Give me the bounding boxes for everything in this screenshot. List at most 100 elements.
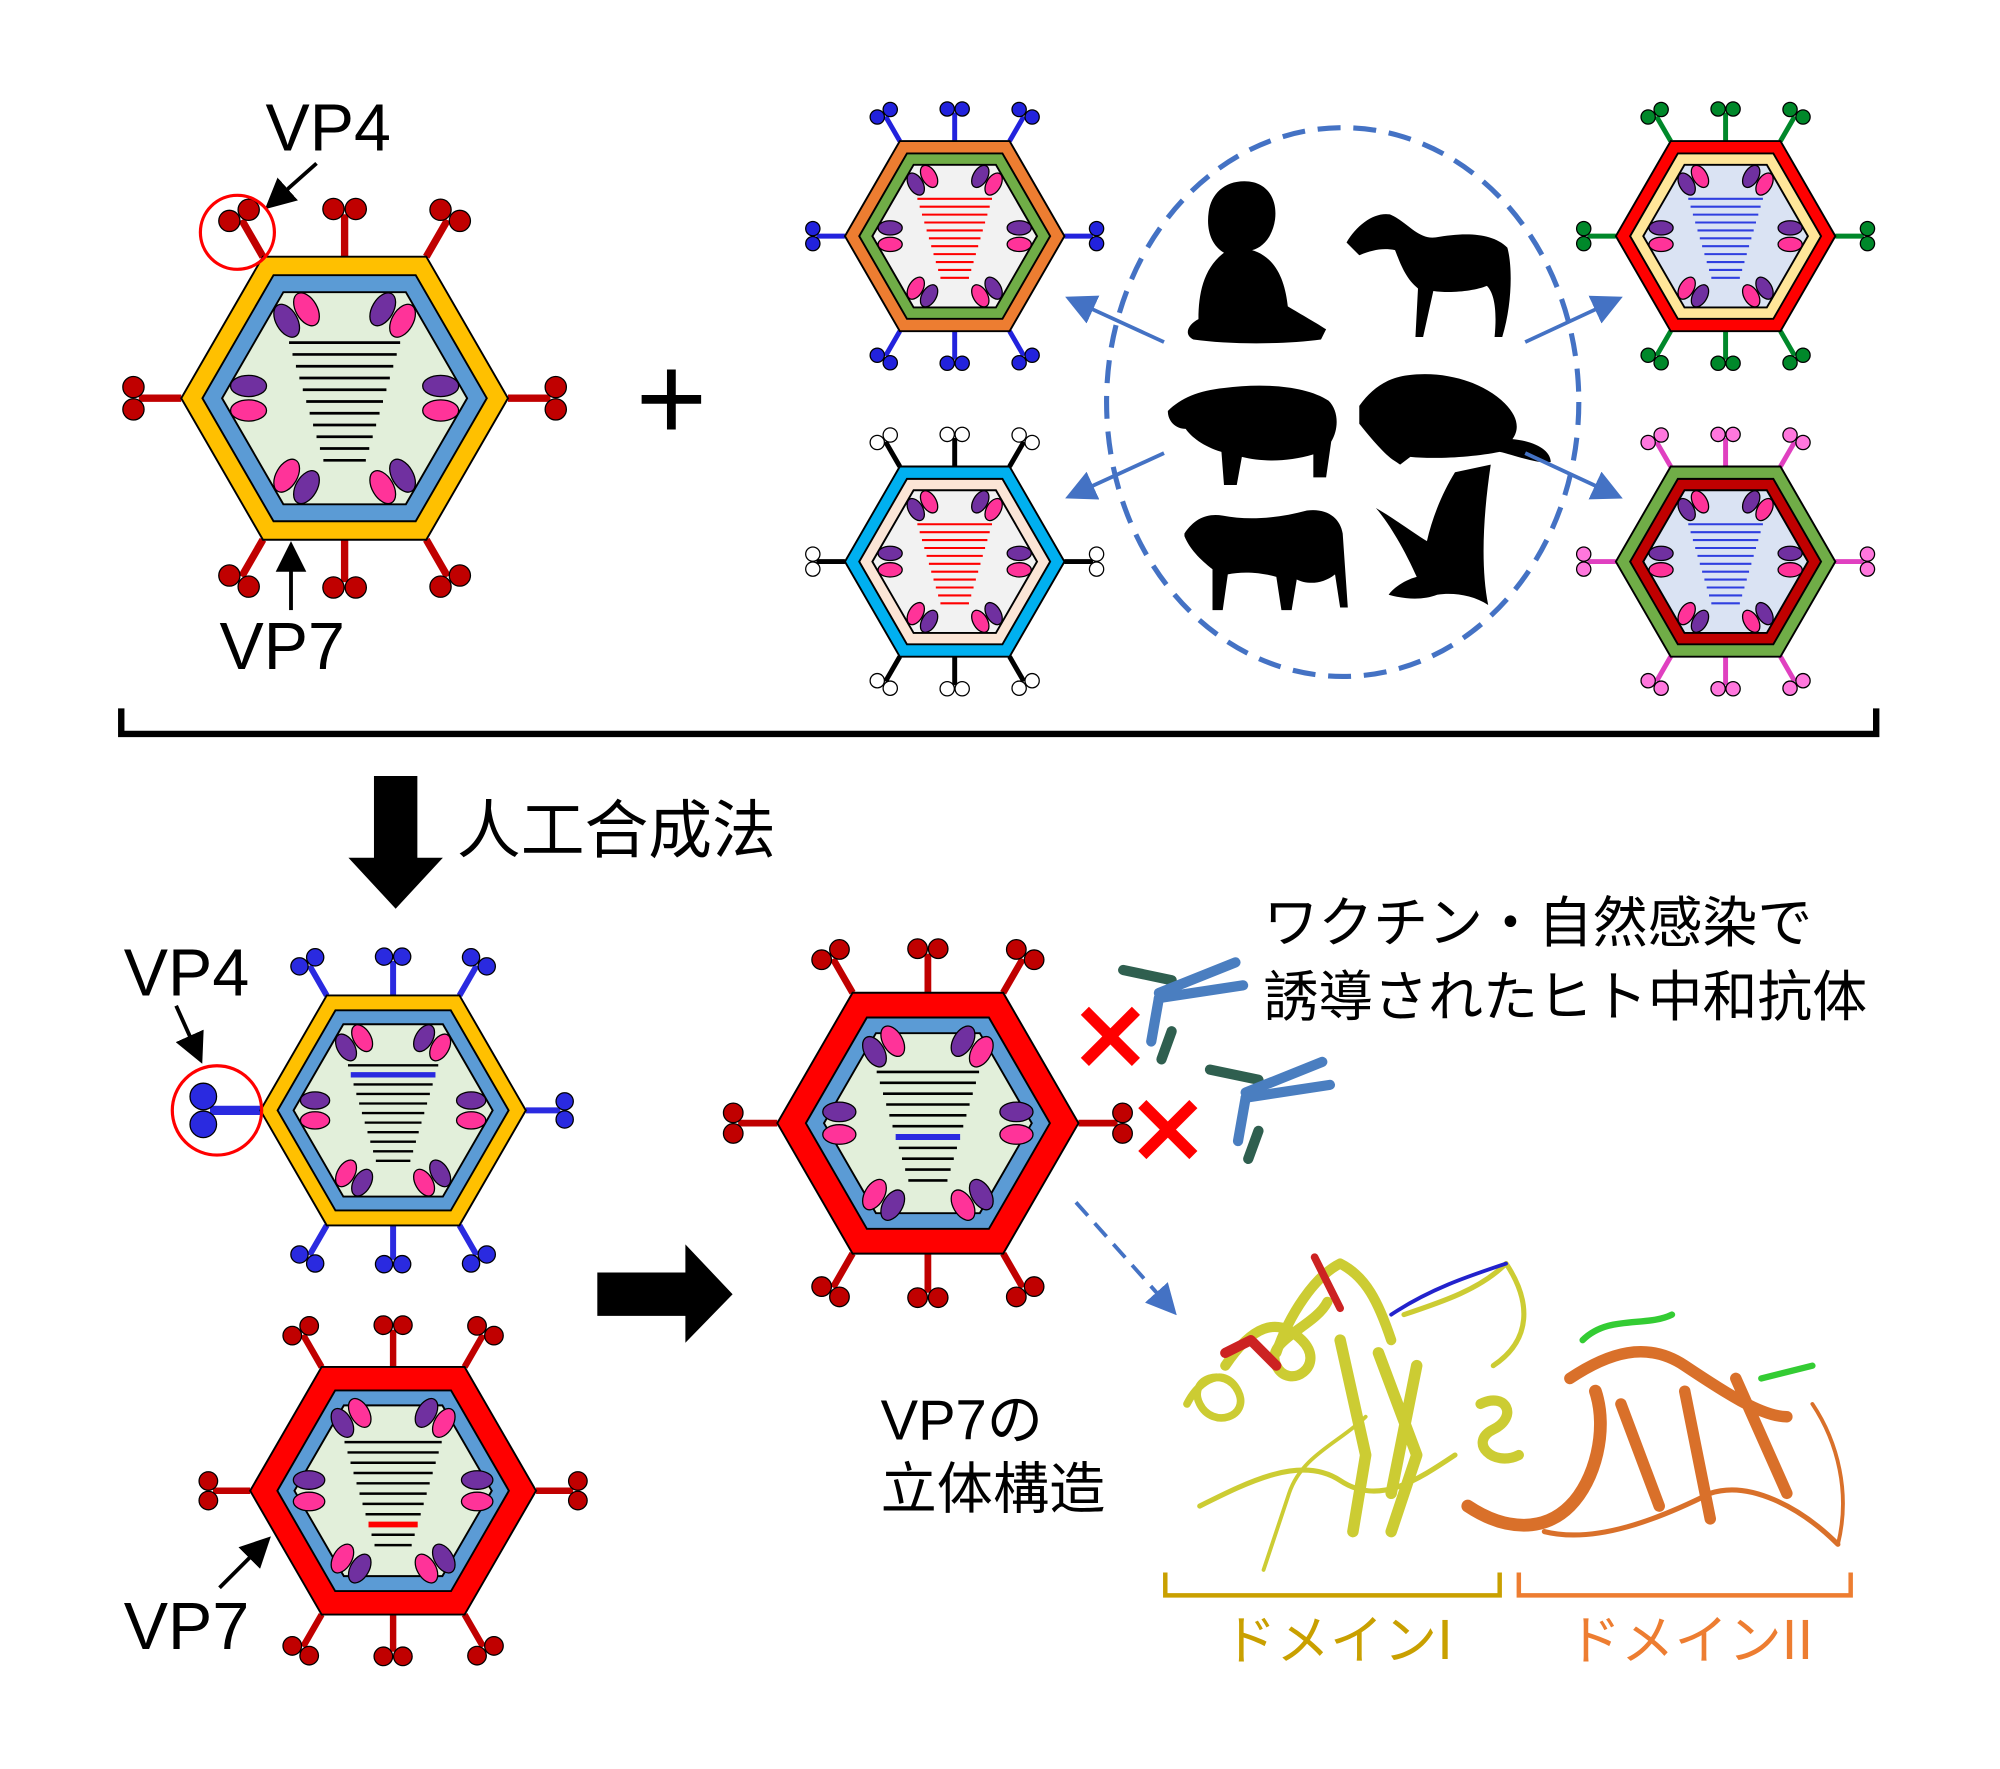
protein-pair xyxy=(413,1159,452,1197)
spike-ball xyxy=(829,939,850,960)
vp4-spike xyxy=(373,1614,413,1667)
spike-stem xyxy=(1007,115,1026,143)
spike-stem xyxy=(306,964,330,997)
protein-pair xyxy=(273,292,320,338)
spike-ball xyxy=(1653,354,1669,371)
protein-pair xyxy=(971,276,1003,308)
vp4-spike xyxy=(907,938,949,993)
spike-ball xyxy=(448,564,472,587)
polymerase-protein xyxy=(299,1091,331,1110)
cross-stroke xyxy=(1080,1006,1140,1066)
polymerase-protein xyxy=(1006,545,1032,562)
spike-ball xyxy=(392,1254,412,1274)
polymerase-protein xyxy=(1777,220,1803,236)
polymerase-protein xyxy=(877,220,903,236)
protein-pair xyxy=(906,164,939,196)
spike-stem xyxy=(1778,115,1797,143)
inner-core xyxy=(293,1404,493,1578)
capping-protein xyxy=(919,490,939,514)
vp7-bottom-pointer-arrow xyxy=(218,1536,271,1590)
vp4-spike xyxy=(1835,546,1876,577)
spike-stem xyxy=(1778,655,1797,683)
vp4-spike xyxy=(374,1225,412,1274)
spike-ball xyxy=(429,575,452,598)
domain2-ribbon xyxy=(1461,1384,1607,1532)
polymerase-protein xyxy=(1648,545,1674,562)
human-infant-silhouette xyxy=(1187,181,1327,344)
vp4-spike xyxy=(805,546,845,577)
spike-ball xyxy=(1710,680,1726,697)
protein-pair xyxy=(1741,490,1774,522)
capping-protein xyxy=(861,1178,887,1211)
domain1-bracket xyxy=(1163,1572,1502,1598)
vp7-label-top: VP7 xyxy=(220,610,345,684)
vp4-spike xyxy=(218,537,267,598)
protein-pair xyxy=(330,1543,372,1584)
inner-core xyxy=(871,163,1039,309)
vp4-spike xyxy=(1778,427,1811,468)
spike-ball xyxy=(544,398,568,421)
antibody-heavy-chain xyxy=(1153,957,1241,999)
spike-ball xyxy=(344,576,368,599)
spike-ball xyxy=(461,948,481,967)
protein-pair xyxy=(273,458,320,505)
spike-ball xyxy=(882,101,899,118)
spike-stem xyxy=(1654,655,1673,683)
spike-ball xyxy=(198,1490,219,1511)
vp4-spike xyxy=(290,948,330,997)
vp4-spike xyxy=(456,948,497,997)
capping-protein xyxy=(1755,497,1774,522)
capping-protein xyxy=(1648,236,1674,253)
protein-pair xyxy=(1741,601,1774,634)
capping-protein xyxy=(822,1124,857,1145)
spike-ball xyxy=(1088,561,1105,577)
spike-ball xyxy=(322,576,345,599)
vp4-spike xyxy=(1007,427,1040,468)
polymerase-protein xyxy=(906,497,926,522)
vp4-spike xyxy=(939,101,970,142)
spike-ball xyxy=(907,938,929,960)
structure-label-line1: VP7の xyxy=(881,1389,1043,1452)
protein-pair xyxy=(334,1024,374,1062)
vp4-spike xyxy=(290,1223,330,1273)
capping-protein xyxy=(429,1033,452,1062)
spike-ball xyxy=(1024,109,1040,125)
spike-ball xyxy=(290,1245,309,1264)
spike-ball xyxy=(1024,434,1040,451)
spike-ball xyxy=(374,1254,394,1274)
synthesis-label: 人工合成法 xyxy=(457,795,776,869)
vp4-spike xyxy=(1640,655,1673,696)
spike-ball xyxy=(1575,561,1592,577)
spike-ball xyxy=(122,398,145,421)
capping-protein xyxy=(999,1124,1034,1145)
polymerase-protein xyxy=(984,276,1003,300)
protein-pair xyxy=(330,1397,372,1438)
arrow-to-strain-orange xyxy=(1065,295,1165,344)
polymerase-protein xyxy=(919,609,939,634)
vp4-spike xyxy=(1710,331,1741,372)
protein-pair xyxy=(906,490,939,522)
spike-ball xyxy=(1005,1286,1027,1308)
right-arrow xyxy=(597,1244,733,1343)
escape-virus xyxy=(722,938,1133,1309)
capping-protein xyxy=(984,172,1003,196)
spike-ball xyxy=(1653,680,1669,696)
grouping-bracket xyxy=(118,708,1880,738)
polymerase-protein xyxy=(330,1407,355,1438)
spike-ball xyxy=(1710,101,1726,117)
spike-ball xyxy=(1653,101,1669,118)
vp4-spike xyxy=(811,939,856,995)
arrow-to-strain-green xyxy=(1524,451,1623,500)
capping-protein xyxy=(877,562,903,578)
capping-protein xyxy=(1690,164,1710,189)
vp4-spike xyxy=(461,1315,504,1369)
vp4-spike xyxy=(456,1223,497,1273)
antibody-light-chain xyxy=(1118,964,1177,986)
vp4-spike xyxy=(1000,1251,1045,1308)
vp4-spike xyxy=(869,329,902,371)
spike-ball xyxy=(869,434,886,451)
spike-ball xyxy=(1011,680,1027,696)
parent-virus xyxy=(122,197,568,599)
spike-ball xyxy=(882,427,899,443)
capping-protein xyxy=(950,1189,976,1221)
